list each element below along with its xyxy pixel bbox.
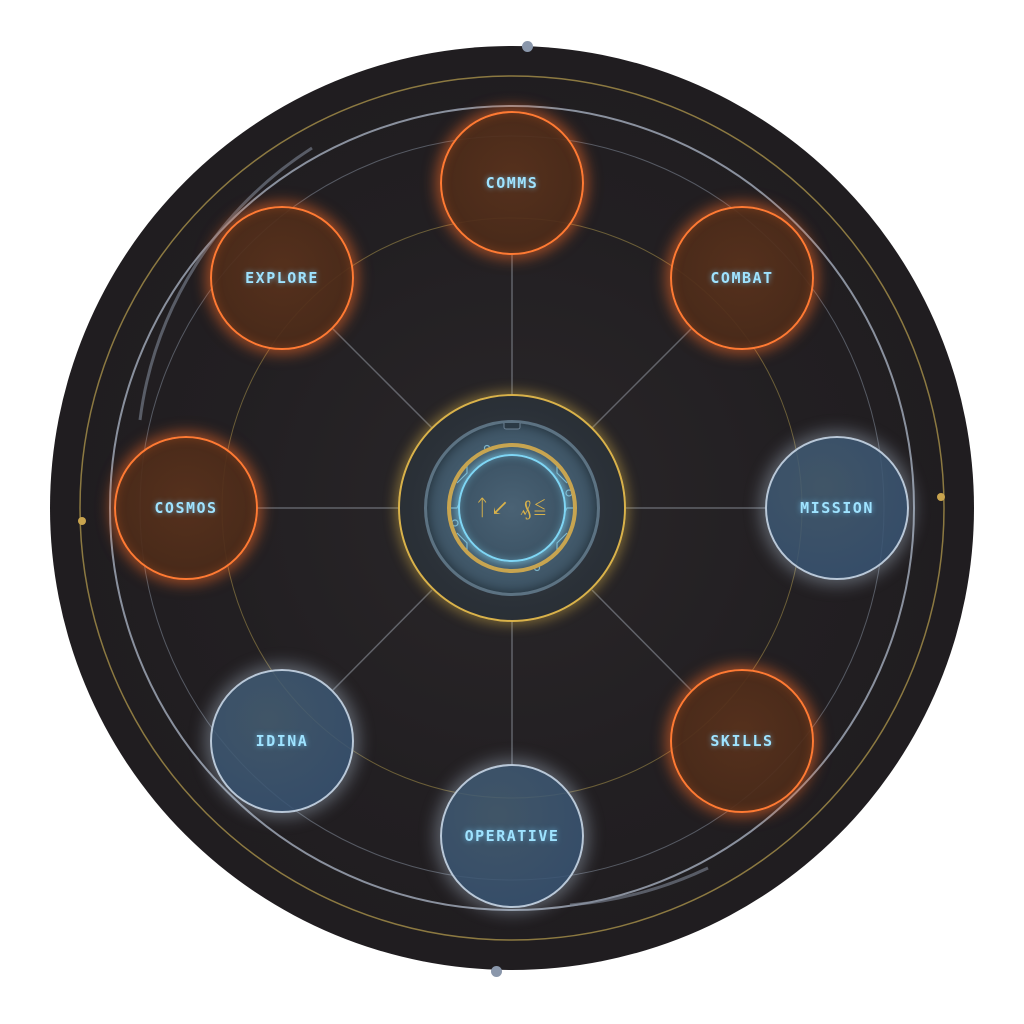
- node-operative[interactable]: OPERATIVE: [440, 764, 584, 908]
- node-label: IDINA: [255, 732, 309, 750]
- right-marker: [937, 493, 945, 501]
- node-label: EXPLORE: [245, 269, 319, 287]
- node-skills[interactable]: SKILLS: [670, 669, 814, 813]
- node-cosmos[interactable]: COSMOS: [114, 436, 258, 580]
- node-label: COMMS: [485, 174, 539, 192]
- top-marker: [522, 41, 533, 52]
- node-label: COSMOS: [154, 499, 218, 517]
- center-emblem-button[interactable]: ᛏ↙ ₰≦: [458, 454, 566, 562]
- node-label: OPERATIVE: [464, 827, 560, 845]
- node-label: MISSION: [800, 499, 874, 517]
- node-label: COMBAT: [710, 269, 774, 287]
- center-hub-gold-ring: [447, 443, 577, 573]
- node-comms[interactable]: COMMS: [440, 111, 584, 255]
- node-idina[interactable]: IDINA: [210, 669, 354, 813]
- node-combat[interactable]: COMBAT: [670, 206, 814, 350]
- node-mission[interactable]: MISSION: [765, 436, 909, 580]
- bottom-marker: [491, 966, 502, 977]
- node-explore[interactable]: EXPLORE: [210, 206, 354, 350]
- emblem-glyph: ᛏ↙ ₰≦: [475, 496, 549, 521]
- left-marker: [78, 517, 86, 525]
- node-label: SKILLS: [710, 732, 774, 750]
